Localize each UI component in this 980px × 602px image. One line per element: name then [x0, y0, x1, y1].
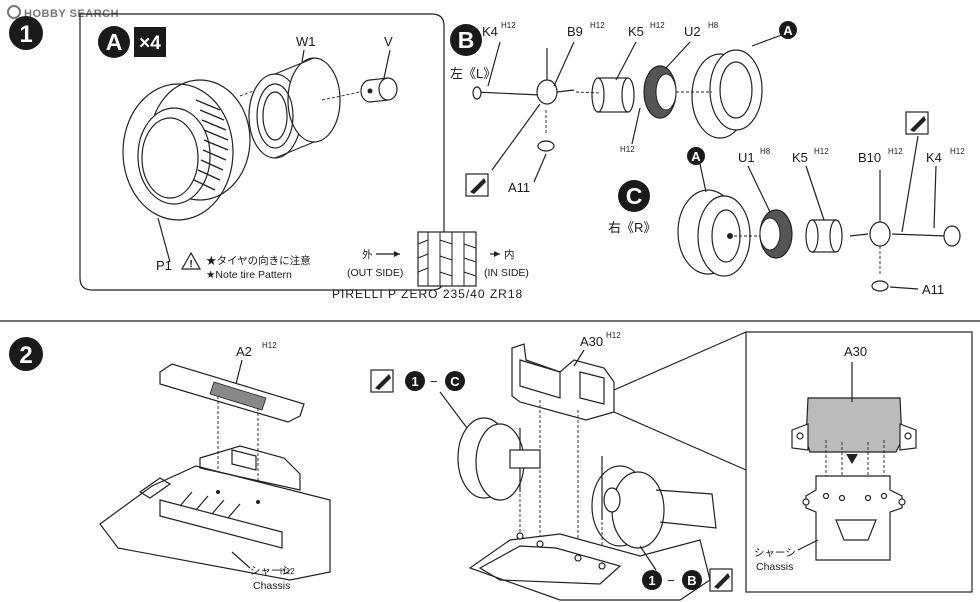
dir-out-en: (OUT SIDE): [347, 267, 403, 279]
subassembly-b-side: 左《L》: [450, 66, 496, 81]
wheel-left-assembly: [457, 417, 541, 501]
sprue-tag-k5: H12: [650, 21, 665, 30]
ref-a-wheel-c: A: [687, 147, 705, 165]
subassembly-a-frame: [79, 13, 445, 291]
dir-in-en: (IN SIDE): [484, 267, 529, 279]
subassembly-b-letter: B: [458, 27, 475, 53]
detail-callout-frame: [745, 331, 973, 593]
label-c-b10: B10: [858, 150, 881, 165]
chassis-left: [99, 445, 331, 581]
step1-number: 1: [19, 21, 32, 48]
label-c-a11: A11: [922, 282, 944, 297]
ref-1c-letter: C: [450, 374, 460, 389]
subassembly-c-parts: [677, 170, 961, 292]
label-a30-detail: A30: [844, 344, 867, 359]
step1-badge: 1: [9, 16, 43, 50]
caution-icon: !: [180, 251, 202, 270]
ref-a-wheel-b: A: [779, 21, 797, 39]
label-w1: W1: [296, 34, 316, 49]
ref-step1-c: 1 − C: [370, 369, 465, 393]
sprue-tag-k5-lower: H12: [620, 145, 635, 154]
sprue-tag-chassis-left: H12: [280, 567, 295, 576]
part-a30-detail: [791, 397, 917, 464]
sprue-tag-a30: H12: [606, 331, 621, 340]
tire-tread-pattern: [417, 231, 477, 287]
subassembly-c-side: 右《R》: [608, 220, 656, 235]
chassis-detail: [802, 475, 906, 561]
step2-badge: 2: [9, 337, 43, 371]
label-b-k4: K4: [482, 24, 498, 39]
ref-step1-b: 1 − B: [642, 568, 733, 592]
ref-1b-dash: −: [667, 573, 675, 588]
tire-spec: PIRELLI P ZERO 235/40 ZR18: [332, 287, 523, 301]
watermark-text: HOBBY SEARCH: [24, 8, 119, 20]
ref-1c-dash: −: [430, 374, 438, 389]
label-b-u2: U2: [684, 24, 701, 39]
subassembly-a-multiplier: ×4: [139, 33, 161, 54]
step2-number: 2: [19, 342, 32, 369]
callout-pointer-top: [613, 331, 747, 391]
part-a30: [511, 343, 615, 421]
sprue-tag-u2: H8: [708, 21, 719, 30]
subassembly-c-badge: C: [618, 180, 650, 212]
sprue-tag-k5-c: H12: [814, 147, 829, 156]
label-a2: A2: [236, 344, 252, 359]
chassis-detail-jp: シャーシ: [754, 547, 796, 559]
subassembly-a-badge: A ×4: [98, 26, 166, 58]
sprue-tag-k4-c: H12: [950, 147, 965, 156]
subassembly-a-letter: A: [106, 29, 123, 55]
label-c-u1: U1: [738, 150, 755, 165]
cap-v: [360, 77, 398, 103]
chassis-left-en: Chassis: [253, 580, 290, 592]
svg-text:!: !: [189, 259, 192, 270]
part-a2: [159, 363, 305, 423]
chassis-left-jp: シャーシ: [250, 565, 292, 577]
label-a30: A30: [580, 334, 603, 349]
label-b-a11: A11: [508, 180, 530, 195]
tire-note-en: ★Note tire Pattern: [206, 269, 292, 281]
chassis-detail-en: Chassis: [756, 561, 793, 573]
sprue-tag-b10: H12: [888, 147, 903, 156]
tire-note-jp: ★タイヤの向きに注意: [206, 254, 311, 267]
svg-text:A: A: [783, 23, 793, 38]
tire-p1: [122, 79, 251, 221]
callout-pointer-bottom: [613, 411, 747, 471]
subassembly-b-parts: [472, 48, 763, 152]
label-b-b9: B9: [567, 24, 583, 39]
watermark: HOBBY SEARCH: [7, 5, 119, 20]
label-v: V: [384, 34, 393, 49]
ref-1c-step: 1: [411, 374, 418, 389]
wheel-w1: [248, 57, 341, 159]
ref-1b-letter: B: [687, 573, 696, 588]
label-c-k4: K4: [926, 150, 942, 165]
sprue-tag-a2: H12: [262, 341, 277, 350]
dir-out-jp: 外: [362, 249, 373, 261]
sprue-tag-u1: H8: [760, 147, 771, 156]
label-b-k5: K5: [628, 24, 644, 39]
svg-text:A: A: [691, 149, 701, 164]
ref-1b-step: 1: [648, 573, 655, 588]
cement-icon-c: [905, 111, 929, 135]
wheel-right-assembly: [591, 456, 665, 549]
dir-in-jp: 内: [504, 248, 515, 261]
label-p1: P1: [156, 258, 172, 273]
cement-icon-b: [465, 173, 489, 197]
sprue-tag-b9: H12: [590, 21, 605, 30]
label-c-k5: K5: [792, 150, 808, 165]
subassembly-b-badge: B: [450, 24, 482, 56]
sprue-tag-k4: H12: [501, 21, 516, 30]
subassembly-c-letter: C: [626, 183, 643, 209]
